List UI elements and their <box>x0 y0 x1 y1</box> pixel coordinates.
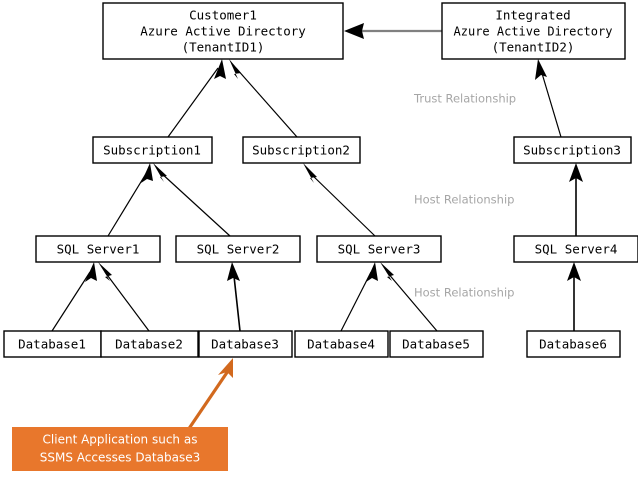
node-database5[interactable]: Database5 <box>389 330 484 358</box>
edge-sql-server2-to-subscription1 <box>153 163 231 237</box>
callout-arrowhead-icon <box>218 358 233 378</box>
edge-integrated-aad-to-customer1-aad <box>344 23 442 39</box>
label-trust-relationship: Trust Relationship <box>413 92 516 106</box>
callout-line1: Client Application such as <box>43 433 198 447</box>
edge-subscription1-to-customer1-aad <box>167 59 226 138</box>
edge-sql-server4-to-subscription3 <box>569 163 583 236</box>
node-customer1-azure-active-directory[interactable]: Customer1 Azure Active Directory (Tenant… <box>102 2 344 60</box>
node-database3-label: Database3 <box>211 337 279 352</box>
node-database3[interactable]: Database3 <box>198 330 293 358</box>
node-integrated-line1: Integrated <box>495 8 570 23</box>
node-integrated-azure-active-directory[interactable]: Integrated Azure Active Directory (Tenan… <box>441 2 626 60</box>
node-integrated-line3: (TenantID2) <box>492 40 575 55</box>
edge-database3-to-sql-server2 <box>227 262 241 332</box>
node-database4-label: Database4 <box>307 337 375 352</box>
node-subscription1-label: Subscription1 <box>103 143 201 158</box>
node-customer1-line2: Azure Active Directory <box>140 24 306 39</box>
node-sql-server2-label: SQL Server2 <box>197 242 280 257</box>
callout-background <box>12 427 228 471</box>
node-database6[interactable]: Database6 <box>526 330 621 358</box>
node-sql-server4-label: SQL Server4 <box>535 242 618 257</box>
node-subscription2[interactable]: Subscription2 <box>242 136 361 164</box>
node-database2[interactable]: Database2 <box>100 330 199 358</box>
edge-database5-to-sql-server3 <box>380 262 438 332</box>
node-database4[interactable]: Database4 <box>294 330 389 358</box>
node-integrated-line2: Azure Active Directory <box>454 25 613 39</box>
node-subscription3-label: Subscription3 <box>523 143 621 158</box>
node-subscription1[interactable]: Subscription1 <box>92 136 213 164</box>
edge-database1-to-sql-server1 <box>51 262 97 332</box>
node-sql-server1-label: SQL Server1 <box>57 242 140 257</box>
edge-sql-server3-to-subscription2 <box>303 163 376 237</box>
node-sql-server3[interactable]: SQL Server3 <box>316 235 442 263</box>
callout-arrow-line <box>186 370 230 431</box>
edge-sql-server1-to-subscription1 <box>107 163 153 237</box>
node-sql-server1[interactable]: SQL Server1 <box>35 235 161 263</box>
node-sql-server2[interactable]: SQL Server2 <box>175 235 301 263</box>
edge-subscription2-to-customer1-aad <box>229 59 298 138</box>
node-customer1-line3: (TenantID1) <box>182 40 265 55</box>
node-sql-server3-label: SQL Server3 <box>338 242 421 257</box>
callout-line2: SSMS Accesses Database3 <box>40 451 200 465</box>
node-subscription3[interactable]: Subscription3 <box>513 136 632 164</box>
edge-database4-to-sql-server3 <box>340 262 378 332</box>
node-database1[interactable]: Database1 <box>3 330 102 358</box>
label-host-relationship-server: Host Relationship <box>414 286 514 300</box>
edge-database2-to-sql-server1 <box>98 262 150 332</box>
edge-subscription3-to-integrated-aad <box>535 59 562 138</box>
node-database6-label: Database6 <box>539 337 607 352</box>
node-database5-label: Database5 <box>402 337 470 352</box>
node-database2-label: Database2 <box>115 337 183 352</box>
node-subscription2-label: Subscription2 <box>252 143 350 158</box>
node-sql-server4[interactable]: SQL Server4 <box>513 235 638 263</box>
callout-client-application[interactable]: Client Application such as SSMS Accesses… <box>12 358 233 471</box>
edge-database6-to-sql-server4 <box>567 262 581 331</box>
node-customer1-line1: Customer1 <box>189 8 257 23</box>
label-host-relationship-subscription: Host Relationship <box>414 193 514 207</box>
node-database1-label: Database1 <box>18 337 86 352</box>
